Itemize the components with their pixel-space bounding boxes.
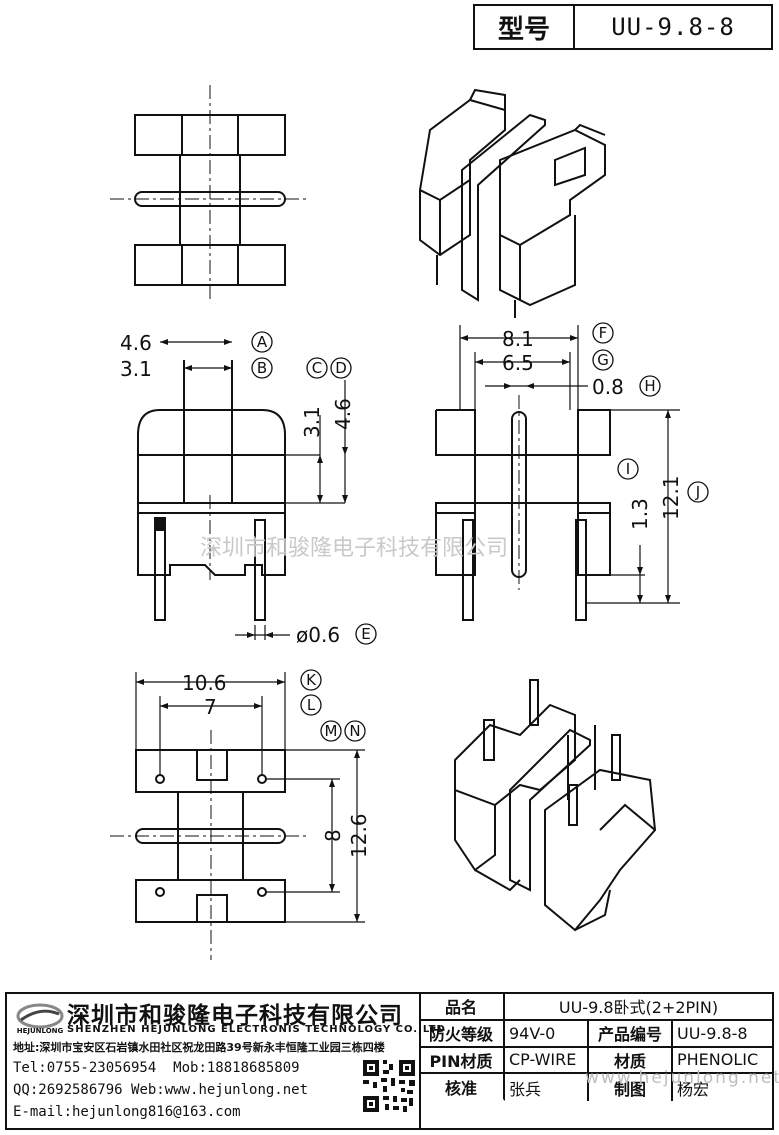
contact-email: E-mail:hejunlong816@163.com [13,1104,241,1120]
technical-drawing: 4.6 3.1 3.1 4.6 ø0.6 8.1 6.5 0.8 1.3 12.… [110,85,709,960]
watermark-url: www.hejunlong.net [585,1068,779,1088]
spec-row-material: PIN材质 CP-WIRE 材质 PHENOLIC [419,1047,772,1075]
dim-i-value: 1.3 [628,498,652,530]
contact-tel: Tel:0755-23056954 Mob:18818685809 [13,1060,300,1076]
reviewer-value: 张兵 [509,1079,542,1099]
company-info: HEJUNLONG 深圳市和骏隆电子科技有限公司 SHENZHEN HEJUNL… [7,994,445,1128]
material-value: PHENOLIC [677,1050,759,1070]
fire-rating-label: 防火等级 [419,1020,505,1046]
tag-g: G [597,351,609,369]
tag-i: I [626,460,630,478]
logo-text: HEJUNLONG [17,1027,64,1035]
company-address: 地址:深圳市宝安区石岩镇水田社区祝龙田路39号新永丰恒隆工业园三栋四楼 [13,1041,385,1054]
dim-n-value: 12.6 [347,813,371,858]
model-value: UU-9.8-8 [611,13,735,41]
product-code-value: UU-9.8-8 [677,1023,748,1043]
dim-m-value: 8 [321,829,345,842]
company-name-cn: 深圳市和骏隆电子科技有限公司 [67,1002,403,1029]
tag-h: H [644,377,655,395]
drafter-label: 制图 [587,1074,673,1102]
qr-code-icon [361,1058,417,1114]
watermark-text: 深圳市和骏隆电子科技有限公司 [200,536,508,561]
pin-material-value: CP-WIRE [509,1050,577,1070]
isometric-view-2 [454,679,657,932]
model-label: 型号 [475,6,575,48]
fire-rating-value: 94V-0 [509,1023,556,1043]
reviewer-label: 核准 [419,1074,505,1102]
tag-m: M [325,722,338,740]
product-name-value: UU-9.8卧式(2+2PIN) [558,998,719,1018]
isometric-view-1 [418,88,606,318]
mob-text: Mob:18818685809 [173,1060,300,1076]
tag-f: F [599,324,608,342]
qq-text: QQ:2692586796 [13,1082,123,1098]
drafter-value: 杨宏 [677,1079,710,1099]
dim-a-value: 4.6 [120,331,152,355]
tag-k: K [306,671,317,689]
dim-e-value: ø0.6 [296,623,340,647]
spec-row-approval: 核准 张兵 制图 杨宏 [419,1074,772,1128]
contact-qq: QQ:2692586796 Web:www.hejunlong.net [13,1082,308,1098]
web-text: Web:www.hejunlong.net [131,1082,309,1098]
hejunlong-logo-icon: HEJUNLONG [16,1003,64,1035]
tag-n: N [349,722,360,740]
dim-k-value: 10.6 [182,671,227,695]
dim-b-value: 3.1 [120,357,152,381]
material-label: 材质 [587,1047,673,1073]
dim-h-value: 0.8 [592,375,624,399]
side-view-right [435,409,611,621]
pin-material-label: PIN材质 [419,1047,505,1073]
tag-e: E [361,625,370,643]
model-title-block: 型号 UU-9.8-8 [473,4,773,50]
tag-a: A [257,333,268,351]
product-code-label: 产品编号 [587,1020,673,1046]
product-name-label: 品名 [419,994,505,1019]
spec-row-product-name: 品名 UU-9.8卧式(2+2PIN) [419,994,772,1021]
dim-c-value: 3.1 [300,406,324,438]
company-name-en: SHENZHEN HEJUNLONG ELECTRONIS TECHNOLOGY… [67,1024,446,1035]
dim-j-value: 12.1 [659,475,683,520]
tag-c: C [312,359,322,377]
spec-title-block: HEJUNLONG 深圳市和骏隆电子科技有限公司 SHENZHEN HEJUNL… [5,992,774,1130]
spec-row-fire-rating: 防火等级 94V-0 产品编号 UU-9.8-8 [419,1020,772,1048]
dim-g-value: 6.5 [502,351,534,375]
dim-f-value: 8.1 [502,327,534,351]
dim-d-value: 4.6 [331,398,355,430]
tag-j: J [695,483,700,501]
spec-grid: 品名 UU-9.8卧式(2+2PIN) 防火等级 94V-0 产品编号 UU-9… [419,994,772,1128]
tag-l: L [307,696,316,714]
tag-d: D [335,359,347,377]
tag-b: B [257,359,267,377]
dim-l-value: 7 [204,695,217,719]
tel-text: Tel:0755-23056954 [13,1060,157,1076]
front-view-left [137,360,286,621]
